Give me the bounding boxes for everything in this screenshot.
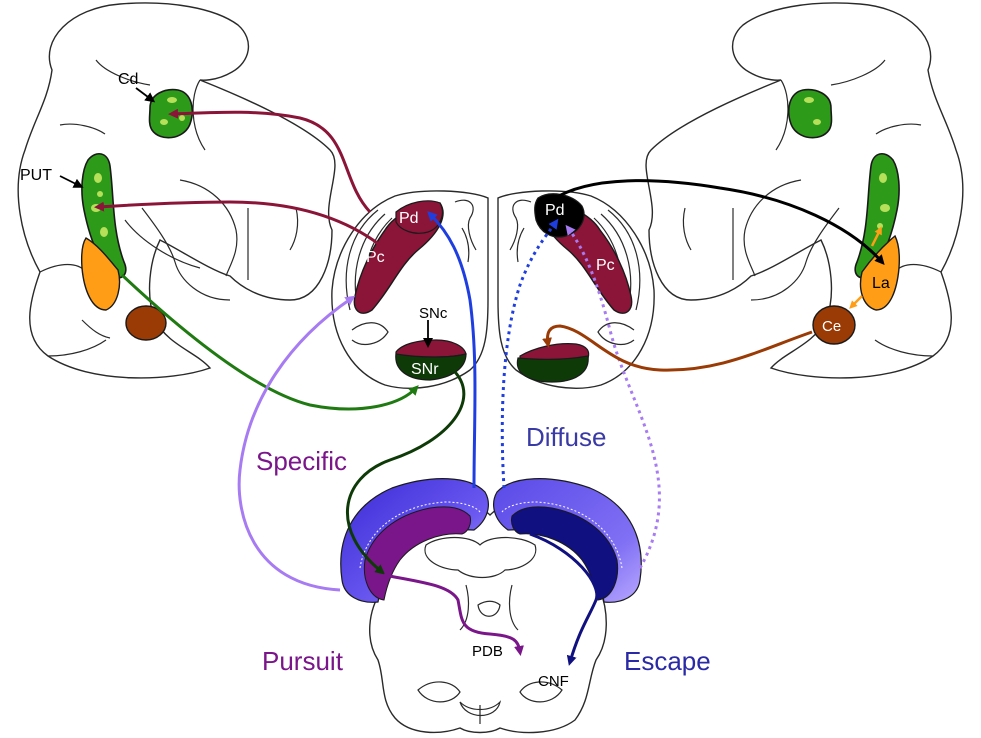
lateral-amygdala — [859, 234, 901, 311]
right-brain-section — [645, 2, 964, 379]
left-nuclei — [80, 88, 194, 341]
arrow-pc-to-put — [94, 200, 381, 247]
label-pc-left: Pc — [366, 249, 385, 266]
pathway-labels: Specific Diffuse Pursuit Escape — [256, 422, 711, 676]
arrow-snr-to-sc — [346, 371, 466, 575]
label-pursuit: Pursuit — [262, 646, 344, 676]
caudate-nucleus-right — [787, 88, 833, 139]
label-pd-right: Pd — [545, 202, 565, 219]
pointer-cd — [135, 87, 156, 103]
arrow-sc-to-pdb — [383, 573, 524, 656]
label-ce: Ce — [822, 318, 841, 335]
arrow-pd-to-la — [551, 179, 885, 265]
putamen — [81, 153, 127, 279]
label-la: La — [872, 275, 890, 292]
label-snr: SNr — [411, 361, 439, 378]
arrow-put-to-snr — [120, 273, 419, 411]
label-pc-right: Pc — [596, 257, 615, 274]
arrow-la-to-ce — [849, 295, 863, 309]
pointer-put — [59, 175, 84, 188]
arrow-sc-to-pd-right-lp-dotted — [565, 224, 661, 569]
arrow-sc-to-pc-left — [237, 295, 356, 592]
region-labels: Cd PUT Pd Pc Pd Pc SNc SNr La Ce PDB CNF — [20, 71, 890, 690]
arrow-pd-to-cd — [168, 108, 372, 214]
label-cnf: CNF — [538, 673, 569, 690]
pd-left — [395, 200, 443, 234]
snr-left — [395, 353, 467, 381]
label-pdb: PDB — [472, 643, 503, 660]
label-pd-left: Pd — [399, 210, 419, 227]
pathway-arrows — [59, 87, 885, 666]
arrow-ce-to-snc — [542, 324, 813, 372]
sc-left-inner — [363, 506, 471, 601]
label-snc: SNc — [419, 305, 448, 322]
label-escape: Escape — [624, 646, 711, 676]
arrow-sc-to-cnf — [529, 532, 599, 666]
arrow-sc-to-pd-left — [427, 211, 477, 489]
central-amygdala-left — [125, 305, 167, 341]
label-diffuse: Diffuse — [526, 422, 606, 452]
snr-right — [516, 355, 589, 383]
central-amygdala — [812, 305, 856, 345]
label-cd: Cd — [118, 71, 138, 88]
sc-right-inner — [511, 506, 619, 601]
arrow-la-to-put — [870, 226, 882, 247]
label-put: PUT — [20, 167, 52, 184]
lateral-amygdala-left — [80, 237, 121, 311]
brainstem-section — [369, 496, 610, 734]
label-specific: Specific — [256, 446, 347, 476]
arrow-sc-to-pd-right-dotted — [500, 218, 559, 489]
